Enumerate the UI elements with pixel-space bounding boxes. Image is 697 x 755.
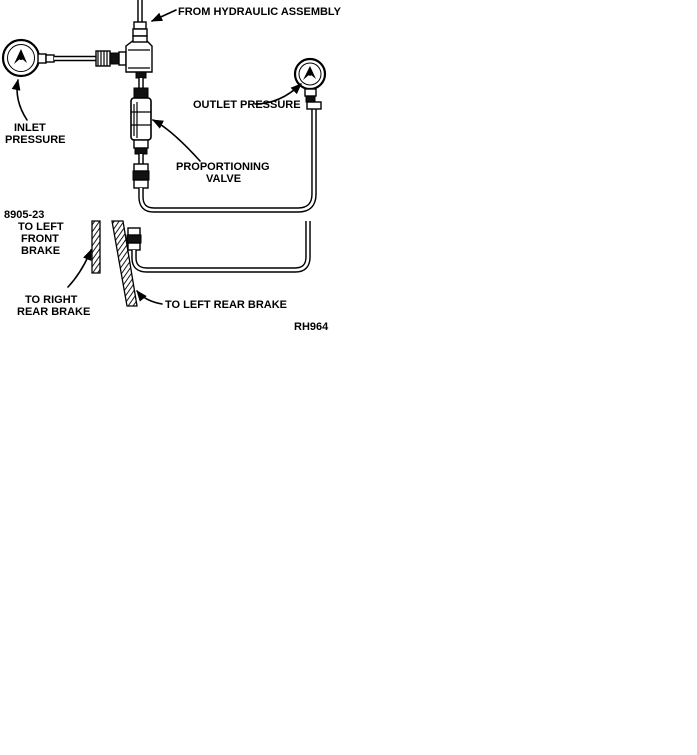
brake-tee-fitting [125,35,153,79]
left-front-brake-line [91,220,101,274]
left-rear-label: TO LEFT REAR BRAKE [165,299,287,311]
from-hydraulic-label: FROM HYDRAULIC ASSEMBLY [178,6,342,18]
right-rear-label-line1: TO RIGHT [25,294,78,306]
figure-number: 8905-23 [4,209,44,221]
inlet-line [54,50,127,67]
left-front-label-line1: TO LEFT [18,221,64,233]
reference-code: RH964 [294,321,329,333]
left-front-label-line2: FRONT [21,233,59,245]
left-front-label-line3: BRAKE [21,245,60,257]
right-rear-label-line2: REAR BRAKE [17,306,90,318]
inlet-label-line2: PRESSURE [5,134,66,146]
proportioning-label-line2: VALVE [206,173,241,185]
leader-lines [11,9,302,305]
proportioning-label-line1: PROPORTIONING [176,161,270,173]
outlet-pressure-gauge [293,57,327,110]
supply-line-from-hydraulic [132,0,148,37]
inlet-gauge-needle-icon [14,49,27,64]
lower-brake-lines [91,220,311,307]
right-rear-brake-line [111,220,138,307]
inlet-label-line1: INLET [14,122,46,134]
proportioning-valve [130,78,152,189]
outlet-pressure-label: OUTLET PRESSURE [193,99,301,111]
left-rear-brake-line [131,221,311,273]
outlet-line [138,108,317,213]
inlet-pressure-gauge [1,38,55,78]
outlet-gauge-needle-icon [303,66,316,80]
